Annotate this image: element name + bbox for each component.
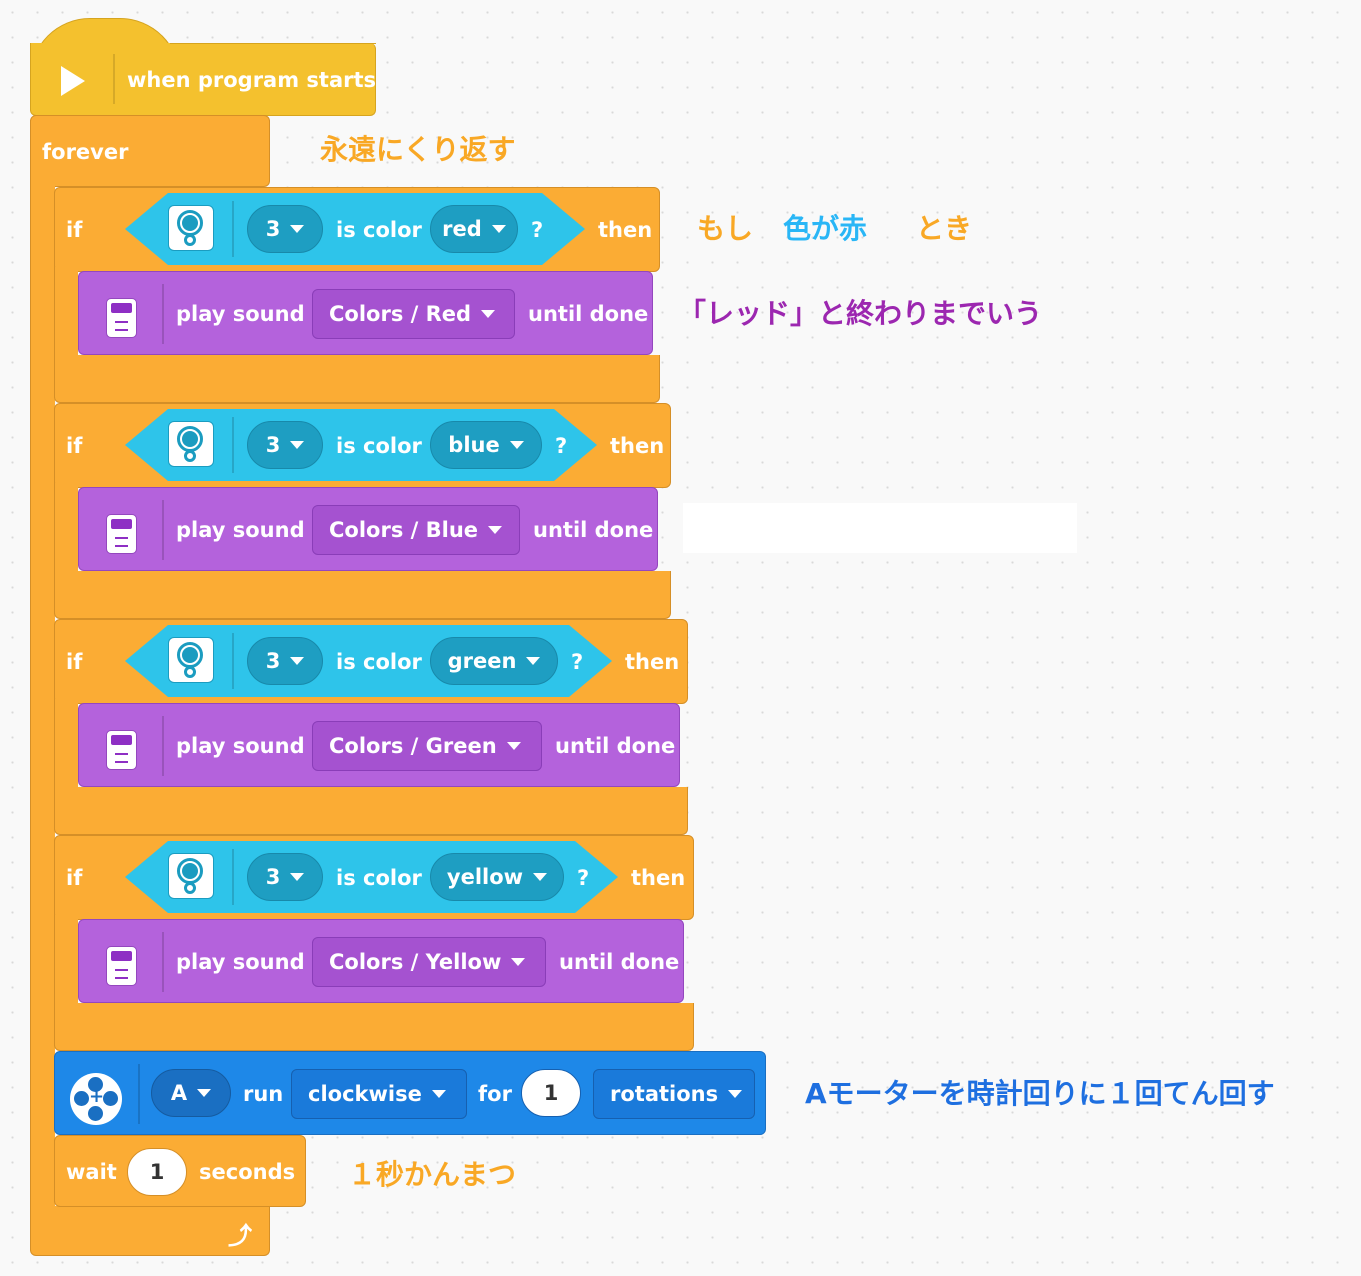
play-sound-label: play sound bbox=[176, 734, 305, 758]
if-label: if bbox=[66, 866, 83, 890]
chevron-down-icon bbox=[290, 657, 304, 665]
note-wait: １秒かんまつ bbox=[348, 1158, 517, 1191]
sound-dropdown[interactable]: Colors / Green bbox=[312, 721, 542, 771]
port-dropdown[interactable]: 3 bbox=[247, 205, 323, 253]
motor-icon: + bbox=[70, 1073, 122, 1125]
chevron-down-icon bbox=[290, 225, 304, 233]
then-label: then bbox=[631, 866, 686, 890]
until-done-label: until done bbox=[533, 518, 654, 542]
then-label: then bbox=[610, 434, 665, 458]
play-sound-block[interactable]: play sound Colors / Red until done bbox=[78, 271, 653, 355]
color-dropdown[interactable]: blue bbox=[430, 421, 542, 469]
question-label: ? bbox=[577, 866, 590, 890]
chevron-down-icon bbox=[290, 441, 304, 449]
color-condition-block[interactable]: 3 is color blue ? bbox=[125, 409, 597, 481]
amount-input[interactable]: 1 bbox=[521, 1069, 581, 1117]
chevron-down-icon bbox=[511, 958, 526, 966]
play-sound-label: play sound bbox=[176, 950, 305, 974]
port-dropdown[interactable]: 3 bbox=[247, 421, 323, 469]
run-label: run bbox=[243, 1082, 284, 1106]
play-sound-label: play sound bbox=[176, 518, 305, 542]
chevron-down-icon bbox=[506, 742, 521, 750]
motor-run-block[interactable]: + A run clockwise for 1 rotations bbox=[54, 1051, 766, 1135]
hat-label: when program starts bbox=[127, 68, 377, 92]
play-sound-block[interactable]: play sound Colors / Blue until done bbox=[78, 487, 658, 571]
sound-dropdown[interactable]: Colors / Red bbox=[312, 289, 515, 339]
note-if-c: とき bbox=[916, 212, 973, 245]
chevron-down-icon bbox=[488, 526, 503, 534]
sound-dropdown[interactable]: Colors / Yellow bbox=[312, 937, 546, 987]
sound-device-icon bbox=[106, 298, 137, 338]
sound-device-icon bbox=[106, 514, 137, 554]
chevron-down-icon bbox=[492, 225, 506, 233]
is-color-label: is color bbox=[336, 650, 422, 674]
color-dropdown[interactable]: red bbox=[430, 205, 518, 253]
note-if-b: 色が赤 bbox=[783, 212, 868, 245]
chevron-down-icon bbox=[728, 1090, 743, 1098]
is-color-label: is color bbox=[336, 866, 422, 890]
port-dropdown[interactable]: 3 bbox=[247, 637, 323, 685]
loop-arrow-icon: ⤴ bbox=[228, 1222, 252, 1250]
color-condition-block[interactable]: 3 is color yellow ? bbox=[125, 841, 618, 913]
then-label: then bbox=[625, 650, 680, 674]
color-condition-block[interactable]: 3 is color green ? bbox=[125, 625, 612, 697]
color-sensor-icon bbox=[168, 205, 214, 251]
if-label: if bbox=[66, 434, 83, 458]
blank-note-box bbox=[683, 503, 1077, 553]
color-sensor-icon bbox=[168, 853, 214, 899]
color-sensor-icon bbox=[168, 421, 214, 467]
if-label: if bbox=[66, 218, 83, 242]
color-sensor-icon bbox=[168, 637, 214, 683]
color-dropdown[interactable]: green bbox=[430, 637, 558, 685]
chevron-down-icon bbox=[533, 873, 547, 881]
seconds-label: seconds bbox=[199, 1160, 296, 1184]
question-label: ? bbox=[555, 434, 568, 458]
until-done-label: until done bbox=[528, 302, 649, 326]
then-label: then bbox=[598, 218, 653, 242]
chevron-down-icon bbox=[197, 1089, 212, 1097]
for-label: for bbox=[478, 1082, 512, 1106]
direction-dropdown[interactable]: clockwise bbox=[291, 1069, 467, 1119]
until-done-label: until done bbox=[555, 734, 676, 758]
sound-device-icon bbox=[106, 730, 137, 770]
question-label: ? bbox=[571, 650, 584, 674]
play-sound-block[interactable]: play sound Colors / Yellow until done bbox=[78, 919, 684, 1003]
note-if-a: もし bbox=[697, 212, 754, 245]
chevron-down-icon bbox=[481, 310, 496, 318]
is-color-label: is color bbox=[336, 434, 422, 458]
note-forever: 永遠にくり返す bbox=[320, 133, 516, 166]
sound-device-icon bbox=[106, 946, 137, 986]
chevron-down-icon bbox=[290, 873, 304, 881]
wait-block[interactable]: wait 1 seconds bbox=[54, 1135, 306, 1207]
forever-label: forever bbox=[42, 140, 129, 164]
color-condition-block[interactable]: 3 is color red ? bbox=[125, 193, 585, 265]
motor-port-dropdown[interactable]: A bbox=[151, 1069, 231, 1117]
play-sound-block[interactable]: play sound Colors / Green until done bbox=[78, 703, 680, 787]
color-dropdown[interactable]: yellow bbox=[430, 853, 564, 901]
play-sound-label: play sound bbox=[176, 302, 305, 326]
chevron-down-icon bbox=[510, 441, 524, 449]
chevron-down-icon bbox=[526, 657, 540, 665]
unit-dropdown[interactable]: rotations bbox=[593, 1069, 755, 1119]
note-sound: 「レッド」と終わりまでいう bbox=[678, 297, 1043, 330]
question-label: ? bbox=[531, 218, 544, 242]
wait-seconds-input[interactable]: 1 bbox=[127, 1148, 187, 1196]
note-motor: Aモーターを時計回りに１回てん回す bbox=[805, 1077, 1275, 1110]
sound-dropdown[interactable]: Colors / Blue bbox=[312, 505, 520, 555]
chevron-down-icon bbox=[431, 1090, 446, 1098]
if-label: if bbox=[66, 650, 83, 674]
until-done-label: until done bbox=[559, 950, 680, 974]
when-program-starts-block[interactable]: when program starts bbox=[30, 18, 376, 116]
play-icon bbox=[61, 66, 85, 96]
is-color-label: is color bbox=[336, 218, 422, 242]
port-dropdown[interactable]: 3 bbox=[247, 853, 323, 901]
wait-label: wait bbox=[66, 1160, 117, 1184]
